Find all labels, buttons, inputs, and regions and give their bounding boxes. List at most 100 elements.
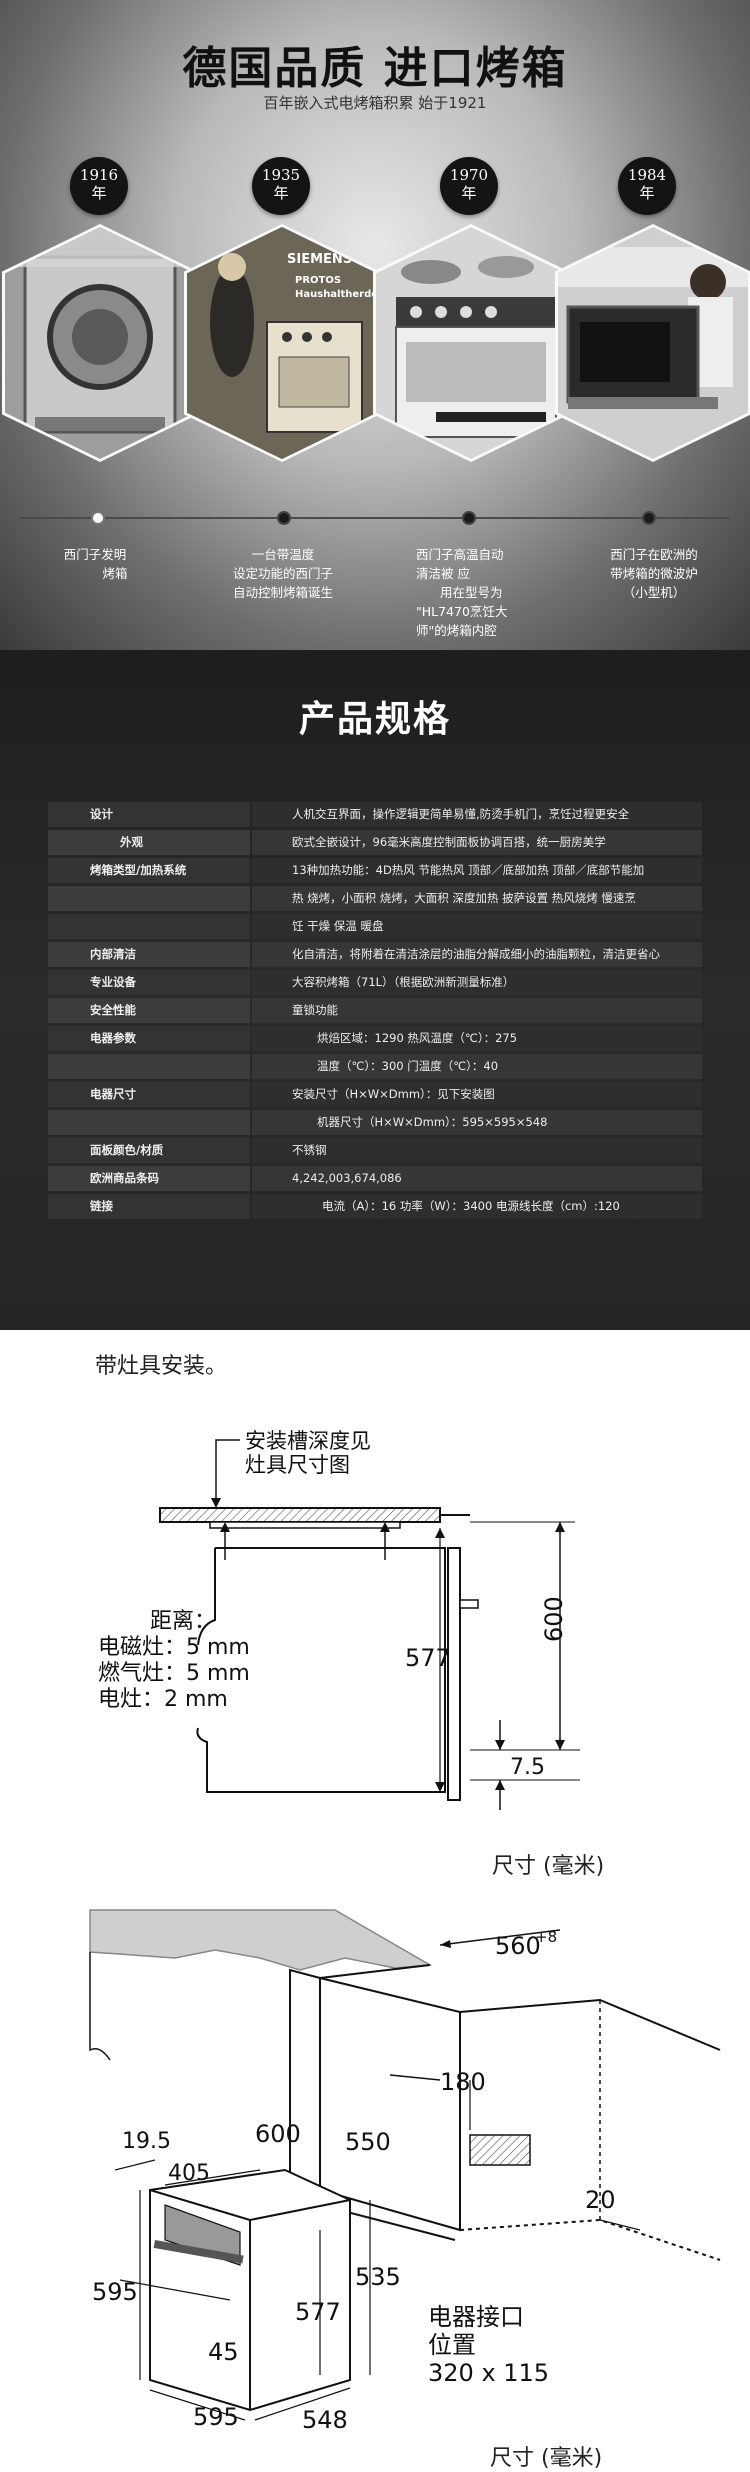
- spec-value: 4,242,003,674,086: [252, 1166, 702, 1191]
- year-number: 1984: [627, 166, 667, 184]
- year-badge-1935: 1935 年: [252, 157, 310, 215]
- timeline-dot-1970: [462, 511, 476, 525]
- spec-value: 13种加热功能：4D热风 节能热风 顶部／底部加热 顶部／底部节能加: [252, 858, 702, 883]
- dim-7-5: 7.5: [510, 1755, 545, 1780]
- spec-row: 链接电流（A）：16 功率（W）：3400 电源线长度（cm）:120: [48, 1194, 702, 1219]
- photo-siemens-text: SIEMENS: [287, 252, 352, 267]
- unit-label-1: 尺寸 (毫米): [492, 1854, 605, 1879]
- spec-value: 人机交互界面，操作逻辑更简单易懂,防烫手机门，烹饪过程更安全: [252, 802, 702, 827]
- desc-line: 用在型号为: [440, 585, 503, 600]
- spec-value: 童锁功能: [252, 998, 702, 1023]
- photo-1916-oven: [5, 227, 195, 459]
- niche-cabinet: [319, 1976, 461, 2232]
- spec-value: 热 烧烤，小面积 烧烤，大面积 深度加热 披萨设置 热风烧烤 慢速烹: [252, 886, 702, 911]
- milestone-desc-1916: 西门子发明 烤箱: [40, 545, 150, 583]
- spec-key: 链接: [48, 1194, 250, 1219]
- desc-line: 烤箱: [102, 566, 128, 581]
- spec-row: 安全性能童锁功能: [48, 998, 702, 1023]
- dim2-577: 577: [295, 2298, 341, 2326]
- worktop: [159, 1507, 441, 1523]
- year-suffix: 年: [91, 184, 107, 202]
- photo-haushalt-text: Haushaltherde: [295, 289, 377, 300]
- year-number: 1970: [449, 166, 489, 184]
- spec-value: 欧式全嵌设计，96毫米高度控制面板协调百搭，统一厨房美学: [252, 830, 702, 855]
- distance-title: 距离：: [150, 1609, 216, 1634]
- spec-row: 面板颜色/材质不锈钢: [48, 1138, 702, 1163]
- desc-line: 自动控制烤箱诞生: [232, 585, 333, 600]
- spec-row: 内部清洁化自清洁，将附着在清洁涂层的油脂分解成细小的油脂颗粒，清洁更省心: [48, 942, 702, 967]
- year-badge-1970: 1970 年: [440, 157, 498, 215]
- spec-row: 饪 干燥 保温 暖盘: [48, 914, 702, 939]
- spec-key: 外观: [48, 830, 250, 855]
- desc-line: 清洁被 应: [416, 566, 470, 581]
- spec-row: 电器尺寸安装尺寸（H×W×Dmm）：见下安装图: [48, 1082, 702, 1107]
- spec-row: 机器尺寸（H×W×Dmm）：595×595×548: [48, 1110, 702, 1135]
- dim2-595-width: 595: [193, 2403, 239, 2431]
- spec-value: 大容积烤箱（71L）（根据欧洲新测量标准）: [252, 970, 702, 995]
- desc-line: 西门子在欧洲的: [610, 547, 698, 562]
- history-banner: 德国品质 进口烤箱 百年嵌入式电烤箱积累 始于1921 1916 年 1935 …: [0, 0, 750, 650]
- spec-key: [48, 886, 250, 911]
- spec-value: 温度（℃）：300 门温度（℃）：40: [252, 1054, 702, 1079]
- photo-1935-advert: SIEMENS PROTOS Haushaltherde: [187, 227, 377, 459]
- history-title: 德国品质 进口烤箱: [182, 43, 568, 94]
- spec-row: 温度（℃）：300 门温度（℃）：40: [48, 1054, 702, 1079]
- milestone-desc-1970: 西门子高温自动 清洁被 应 用在型号为 "HL7470烹饪大 师"的烤箱内腔: [416, 545, 546, 640]
- spec-key: [48, 914, 250, 939]
- spec-value: 电流（A）：16 功率（W）：3400 电源线长度（cm）:120: [252, 1194, 702, 1219]
- spec-key: 欧洲商品条码: [48, 1166, 250, 1191]
- photo-1984-microwave: [558, 227, 748, 459]
- dim2-180: 180: [440, 2068, 486, 2096]
- callout-slot-depth-1: 安装槽深度见: [245, 1429, 371, 1453]
- desc-line: 西门子发明: [63, 547, 127, 562]
- spec-value: 饪 干燥 保温 暖盘: [252, 914, 702, 939]
- dim-577: 577: [405, 1644, 451, 1672]
- dim2-20: 20: [585, 2186, 616, 2214]
- desc-line: （小型机）: [622, 585, 686, 600]
- spec-row: 热 烧烤，小面积 烧烤，大面积 深度加热 披萨设置 热风烧烤 慢速烹: [48, 886, 702, 911]
- spec-section: 产品规格 设计人机交互界面，操作逻辑更简单易懂,防烫手机门，烹饪过程更安全外观欧…: [0, 650, 750, 1330]
- spec-key: 设计: [48, 802, 250, 827]
- spec-row: 设计人机交互界面，操作逻辑更简单易懂,防烫手机门，烹饪过程更安全: [48, 802, 702, 827]
- year-suffix: 年: [639, 184, 655, 202]
- callout-slot-depth-2: 灶具尺寸图: [245, 1453, 350, 1477]
- spec-value: 机器尺寸（H×W×Dmm）：595×595×548: [252, 1110, 702, 1135]
- installation-diagram-niche: 600 550 560 +8 180 20 19.5 405 595 45 57…: [89, 1909, 721, 2434]
- year-suffix: 年: [461, 184, 477, 202]
- spec-key: 面板颜色/材质: [48, 1138, 250, 1163]
- dim2-560-tolerance: +8: [535, 1928, 557, 1946]
- dim2-560: 560: [495, 1932, 541, 1960]
- year-number: 1916: [79, 166, 119, 184]
- year-badge-1984: 1984 年: [618, 157, 676, 215]
- installation-diagram-hob: 安装槽深度见 灶具尺寸图 577 600 7.5 距离： 电磁灶：5 mm 燃气…: [98, 1429, 580, 1810]
- desc-line: 一台带温度: [251, 547, 315, 562]
- year-number: 1935: [261, 166, 301, 184]
- oven-door: [447, 1547, 461, 1801]
- timeline-dot-1984: [642, 511, 656, 525]
- dim2-535: 535: [355, 2263, 401, 2291]
- dim2-405: 405: [168, 2161, 210, 2186]
- desc-line: 带烤箱的微波炉: [610, 566, 698, 581]
- spec-table: 设计人机交互界面，操作逻辑更简单易懂,防烫手机门，烹饪过程更安全外观欧式全嵌设计…: [48, 802, 702, 1222]
- oven-body-outline: [196, 1547, 446, 1793]
- milestone-desc-1935: 一台带温度 设定功能的西门子 自动控制烤箱诞生: [218, 545, 348, 602]
- timeline-line: [20, 517, 730, 519]
- desc-line: "HL7470烹饪大: [416, 604, 508, 619]
- spec-key: 内部清洁: [48, 942, 250, 967]
- spec-key: 烤箱类型/加热系统: [48, 858, 250, 883]
- spec-row: 专业设备大容积烤箱（71L）（根据欧洲新测量标准）: [48, 970, 702, 995]
- photo-1970-cooker: [376, 227, 566, 459]
- dim2-550: 550: [345, 2128, 391, 2156]
- unit-label-2: 尺寸 (毫米): [490, 2446, 603, 2471]
- installation-title: 带灶具安装。: [95, 1354, 228, 1379]
- spec-key: 电器参数: [48, 1026, 250, 1051]
- timeline-dot-1935: [277, 511, 291, 525]
- desc-line: 西门子高温自动: [416, 547, 504, 562]
- dim2-19-5: 19.5: [122, 2129, 171, 2154]
- spec-key: 安全性能: [48, 998, 250, 1023]
- spec-title: 产品规格: [298, 699, 451, 740]
- history-subtitle: 百年嵌入式电烤箱积累 始于1921: [263, 94, 487, 112]
- timeline-dot-1916: [91, 511, 105, 525]
- socket-area: [469, 2134, 531, 2166]
- dim2-595-height: 595: [92, 2278, 138, 2306]
